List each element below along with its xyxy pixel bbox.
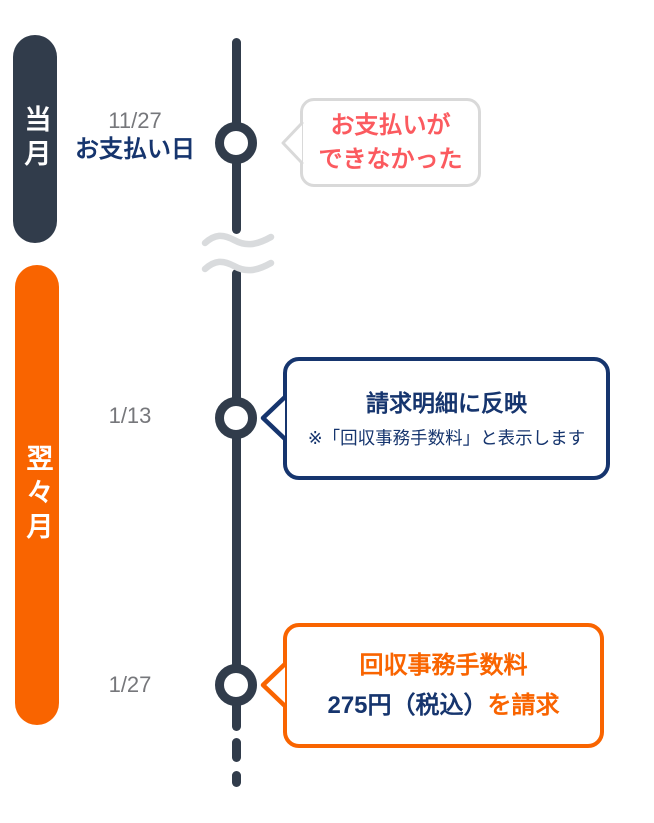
- bubble-fee-amount-line: 275円（税込）を請求: [327, 688, 559, 724]
- timeline-node-payment-date: [215, 122, 257, 164]
- bubble-note: ※「回収事務手数料」と表示します: [307, 427, 586, 448]
- month-pill-current-label: 当月: [20, 105, 51, 173]
- bubble-text: お支払いが: [330, 111, 451, 139]
- timeline-node-statement: [215, 397, 257, 439]
- fee-amount-suffix: を請求: [487, 691, 560, 719]
- timeline-break-wave: [201, 258, 275, 274]
- timeline-node-charge: [215, 664, 257, 706]
- bubble-title: 請求明細に反映: [366, 389, 527, 416]
- bubble-pointer-left-icon: [260, 394, 287, 442]
- timeline-break-wave: [201, 232, 275, 248]
- bubble-text: できなかった: [318, 145, 463, 173]
- event-date-block: 1/13: [75, 402, 185, 430]
- event-date: 1/27: [108, 672, 152, 697]
- bubble-pointer-left-icon: [281, 121, 304, 165]
- speech-bubble-payment-failed: お支払いが できなかった: [300, 98, 481, 187]
- event-date-block: 11/27 お支払い日: [55, 107, 215, 165]
- speech-bubble-fee-charge: 回収事務手数料 275円（税込）を請求: [283, 623, 604, 748]
- month-pill-after-next-label: 翌々月: [22, 444, 53, 546]
- fee-amount: 275円（税込）: [327, 691, 488, 719]
- month-pill-after-next: 翌々月: [15, 265, 59, 725]
- timeline-dash: [232, 771, 241, 787]
- speech-bubble-statement: 請求明細に反映 ※「回収事務手数料」と表示します: [283, 357, 610, 480]
- bubble-pointer-left-icon: [260, 661, 287, 709]
- month-pill-current: 当月: [13, 35, 57, 243]
- event-date: 11/27: [108, 108, 162, 133]
- event-date: 1/13: [108, 403, 152, 428]
- timeline-dash: [232, 738, 241, 762]
- event-date-label: お支払い日: [75, 136, 195, 163]
- bubble-fee-title: 回収事務手数料: [359, 651, 528, 679]
- timeline-segment-bottom: [232, 269, 241, 731]
- event-date-block: 1/27: [75, 671, 185, 699]
